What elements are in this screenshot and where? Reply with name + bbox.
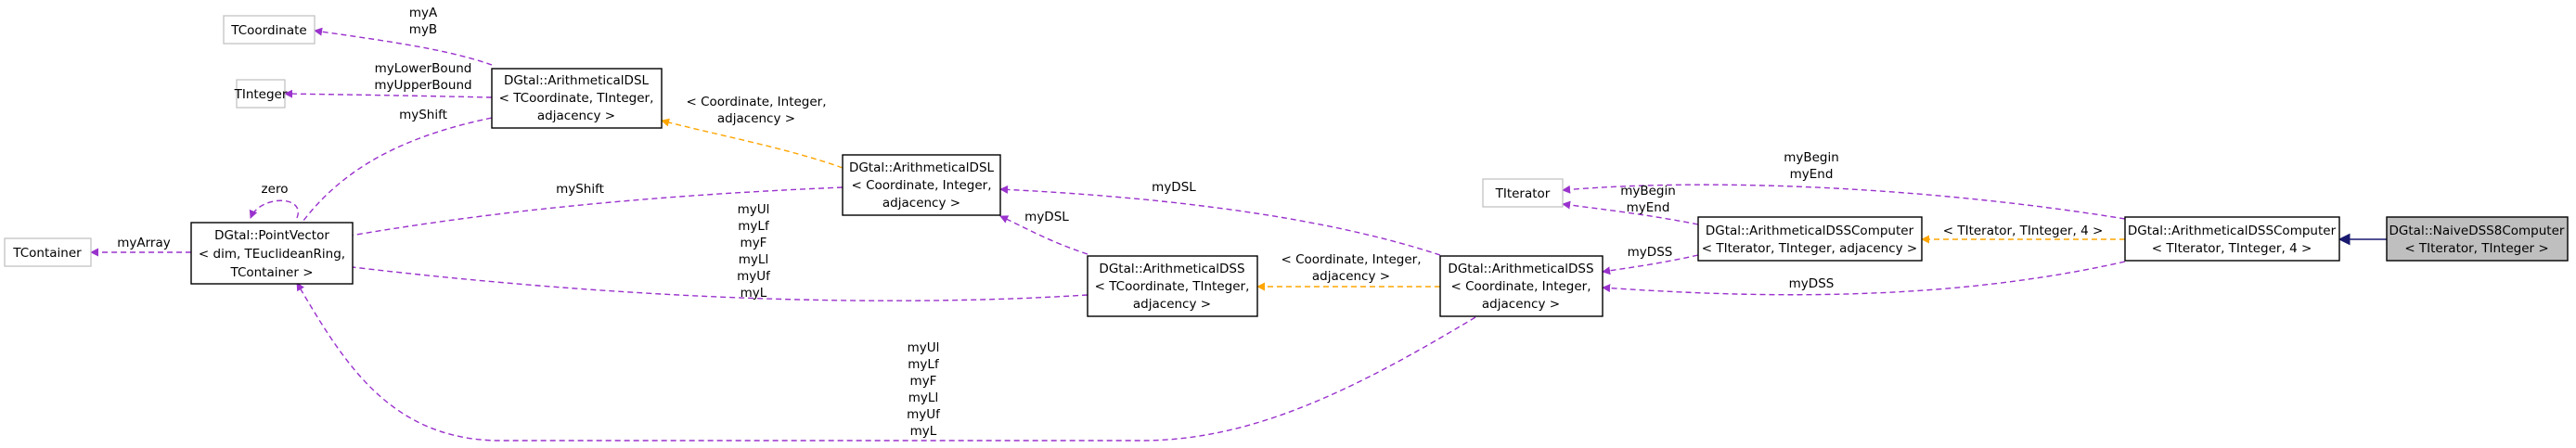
node-arithmetical-dss-template-line-1: DGtal::ArithmeticalDSS [1099, 262, 1244, 276]
label-dss-template-myLl: myLl [739, 252, 768, 267]
label-dss-template-myL: myL [741, 286, 767, 301]
node-dss-computer-instance-line-2: < TIterator, TInteger, 4 > [2152, 241, 2312, 256]
label-dsl-template-args-1: < Coordinate, Integer, [686, 95, 826, 109]
edge-myA-myB [314, 27, 493, 66]
edge-dsl-template-instance [661, 118, 844, 169]
node-arithmetical-dsl-template-line-1: DGtal::ArithmeticalDSL [504, 73, 650, 88]
edge-labels: myA myB myLowerBound myUpperBound myShif… [117, 6, 2103, 439]
label-computer-myDSS: myDSS [1628, 245, 1673, 260]
node-naive-dss8-computer-line-2: < TIterator, TInteger > [2404, 241, 2548, 256]
edge-dss-template-points [328, 261, 1088, 301]
label-myB: myB [409, 22, 437, 37]
label-dss-inst-myDSL: myDSL [1152, 180, 1196, 195]
edge-dsl-myShift [294, 117, 493, 233]
label-dss-inst-myF: myF [910, 374, 937, 389]
node-arithmetical-dss-template[interactable]: DGtal::ArithmeticalDSS < TCoordinate, TI… [1087, 255, 1258, 317]
node-arithmetical-dsl-instance-line-1: DGtal::ArithmeticalDSL [849, 160, 995, 175]
label-dss-template-args-1: < Coordinate, Integer, [1281, 252, 1421, 267]
label-myA: myA [409, 6, 438, 20]
edge-dss-inst-points [296, 282, 1476, 442]
node-arithmetical-dsl-instance-line-3: adjacency > [882, 196, 960, 211]
label-dss-template-myUf: myUf [737, 269, 771, 284]
label-dsl-myShift: myShift [399, 108, 447, 122]
node-tinteger[interactable]: TInteger [234, 79, 288, 109]
node-tcontainer-line-1: TContainer [12, 246, 82, 261]
node-arithmetical-dss-instance-line-3: adjacency > [1482, 297, 1560, 312]
node-tinteger-line-1: TInteger [234, 87, 288, 102]
node-dss-computer-template-line-2: < TIterator, TInteger, adjacency > [1702, 241, 1918, 256]
node-tcoordinate[interactable]: TCoordinate [223, 15, 316, 45]
label-dsl-template-args-2: adjacency > [717, 111, 795, 126]
node-tcoordinate-line-1: TCoordinate [230, 23, 306, 38]
node-point-vector-line-3: TContainer > [229, 265, 313, 280]
label-myUpperBound: myUpperBound [374, 78, 471, 93]
edge-lower-upper-bound [284, 89, 493, 98]
edge-zero-self-loop [249, 199, 299, 219]
node-arithmetical-dss-instance-line-2: < Coordinate, Integer, [1450, 279, 1591, 294]
label-dsl-inst-myShift: myShift [556, 182, 604, 197]
nodes: TCoordinate TInteger TContainer TIterato… [4, 15, 2569, 317]
node-arithmetical-dss-template-line-3: adjacency > [1133, 297, 1211, 312]
node-arithmetical-dsl-instance[interactable]: DGtal::ArithmeticalDSL < Coordinate, Int… [842, 154, 1001, 216]
node-dss-computer-instance[interactable]: DGtal::ArithmeticalDSSComputer < TIterat… [2124, 216, 2340, 262]
label-dss-template-args-2: adjacency > [1312, 269, 1390, 284]
node-point-vector-line-2: < dim, TEuclideanRing, [199, 247, 345, 262]
label-computer-inst-myBegin: myBegin [1784, 150, 1839, 165]
node-dss-computer-template-line-1: DGtal::ArithmeticalDSSComputer [1706, 224, 1914, 238]
label-dss-inst-myUf: myUf [907, 407, 941, 422]
node-point-vector-line-1: DGtal::PointVector [214, 228, 329, 243]
label-dss-inst-myLl: myLl [908, 390, 938, 405]
node-dss-computer-template[interactable]: DGtal::ArithmeticalDSSComputer < TIterat… [1697, 216, 1923, 262]
edges [90, 27, 2388, 442]
node-naive-dss8-computer-line-1: DGtal::NaiveDSS8Computer [2389, 224, 2565, 238]
label-dss-template-myDSL: myDSL [1024, 210, 1069, 224]
label-dss-template-myF: myF [741, 236, 767, 250]
label-dss-inst-myL: myL [910, 424, 937, 439]
node-tcontainer[interactable]: TContainer [4, 237, 92, 267]
node-arithmetical-dsl-template-line-2: < TCoordinate, TInteger, [499, 91, 654, 106]
label-myArray: myArray [117, 236, 171, 250]
node-arithmetical-dss-instance-line-1: DGtal::ArithmeticalDSS [1448, 262, 1593, 276]
label-dss-inst-myUl: myUl [908, 340, 940, 355]
edge-computer-myDSS [1602, 254, 1699, 275]
label-dss-template-myUl: myUl [738, 202, 770, 217]
label-dss-inst-myLf: myLf [908, 357, 940, 372]
node-naive-dss8-computer[interactable]: DGtal::NaiveDSS8Computer < TIterator, TI… [2386, 216, 2569, 262]
node-point-vector[interactable]: DGtal::PointVector < dim, TEuclideanRing… [190, 222, 354, 285]
node-arithmetical-dss-template-line-2: < TCoordinate, TInteger, [1095, 279, 1250, 294]
label-zero: zero [262, 182, 289, 197]
node-arithmetical-dsl-template[interactable]: DGtal::ArithmeticalDSL < TCoordinate, TI… [491, 68, 663, 129]
edge-dss-inst-myDSL [999, 185, 1441, 256]
edge-computer-iter [1562, 200, 1699, 225]
label-myLowerBound: myLowerBound [375, 61, 472, 76]
node-arithmetical-dss-instance[interactable]: DGtal::ArithmeticalDSS < Coordinate, Int… [1439, 255, 1604, 317]
label-dss-template-myLf: myLf [738, 219, 770, 234]
label-computer-myEnd: myEnd [1627, 200, 1670, 215]
edge-computer-inst-iter [1562, 184, 2126, 220]
label-computer-inst-myDSS: myDSS [1789, 276, 1835, 291]
label-computer-myBegin: myBegin [1620, 184, 1676, 198]
label-computer-template-args: < TIterator, TInteger, 4 > [1943, 224, 2104, 238]
edge-computer-inst-myDSS [1602, 261, 2126, 296]
label-computer-inst-myEnd: myEnd [1790, 167, 1834, 182]
node-titerator-line-1: TIterator [1495, 186, 1551, 201]
node-dss-computer-instance-line-1: DGtal::ArithmeticalDSSComputer [2128, 224, 2337, 238]
edge-dss-template-myDSL [999, 215, 1088, 255]
node-arithmetical-dsl-instance-line-2: < Coordinate, Integer, [851, 178, 991, 193]
node-arithmetical-dsl-template-line-3: adjacency > [537, 109, 615, 123]
node-titerator[interactable]: TIterator [1482, 178, 1564, 208]
